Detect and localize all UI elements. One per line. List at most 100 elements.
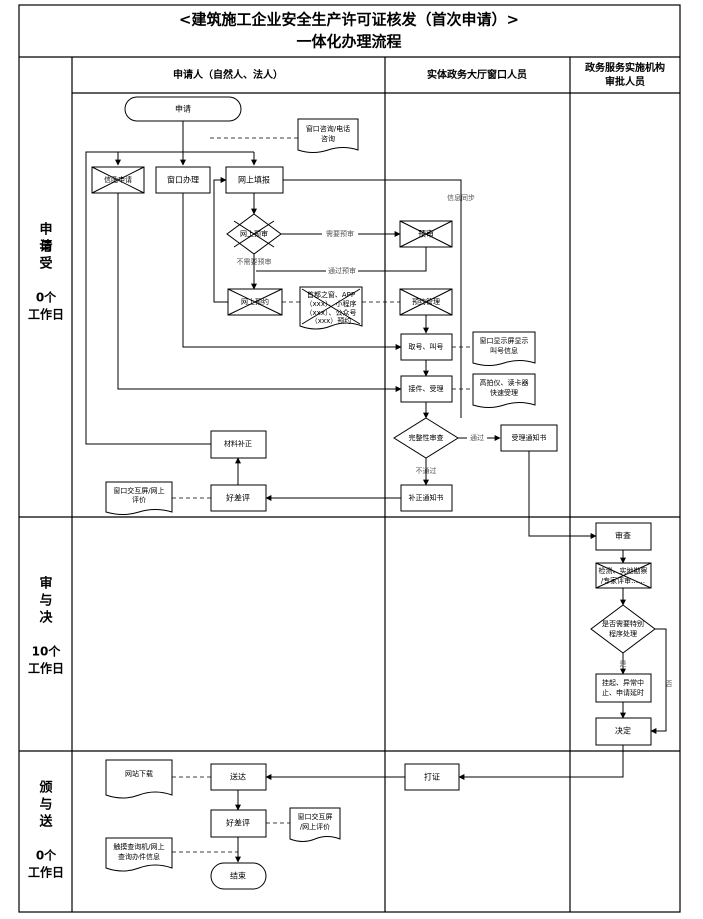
svg-text:挂起、异常中: 挂起、异常中 — [602, 678, 644, 687]
svg-text:是否需要特别: 是否需要特别 — [602, 619, 644, 628]
svg-text:窗口办理: 窗口办理 — [167, 175, 199, 185]
label-bg-need-pre — [322, 229, 358, 239]
node-mail-apply: 信函申请 — [91, 166, 145, 194]
svg-text:窗口显示屏显示: 窗口显示屏显示 — [480, 336, 529, 345]
label-pass-pre-review: 通过预审 — [328, 266, 356, 275]
svg-text:取号、叫号: 取号、叫号 — [409, 342, 444, 351]
svg-text:好差评: 好差评 — [226, 818, 250, 828]
stage-2-days-count: 10个 — [32, 644, 62, 659]
node-query-info: 触摸查询机/网上 查询办件信息 — [105, 837, 173, 872]
svg-text:触摸查询机/网上: 触摸查询机/网上 — [113, 842, 164, 851]
frame — [18, 4, 681, 913]
node-start: 申请 — [124, 96, 242, 122]
svg-text:窗口咨询/电话: 窗口咨询/电话 — [306, 124, 350, 133]
svg-text:程序处理: 程序处理 — [609, 629, 637, 638]
node-inspection: 检测、实地勘察 /专家评审…… — [595, 562, 652, 589]
svg-text:决定: 决定 — [615, 726, 631, 736]
node-receive-accept: 接件、受理 — [400, 375, 453, 403]
stage-3-days-unit: 工作日 — [28, 865, 64, 880]
svg-text:/专家评审……: /专家评审…… — [601, 576, 645, 585]
node-online-pre-review: 网上预审 — [226, 213, 282, 255]
svg-text:打证: 打证 — [424, 772, 440, 782]
svg-text:好差评: 好差评 — [226, 493, 250, 503]
svg-text:申请: 申请 — [175, 104, 191, 114]
connectors — [85, 121, 667, 863]
node-suspend-extend: 挂起、异常中 止、申请延时 — [595, 673, 652, 703]
stage-2-days-unit: 工作日 — [28, 661, 64, 676]
svg-text:止、申请延时: 止、申请延时 — [602, 688, 644, 697]
node-receive-note: 高拍仪、读卡器 快速受理 — [472, 373, 536, 408]
node-eval-note: 窗口交互屏/网上 评价 — [105, 481, 173, 515]
label-info-sync: 信息同步 — [447, 193, 475, 202]
stage-1-days-count: 0个 — [36, 290, 57, 305]
node-eval2-note: 窗口交互屏 /网上评价 — [289, 807, 341, 842]
svg-text:网站下载: 网站下载 — [125, 769, 153, 778]
stage-2-char-2: 与 — [39, 594, 52, 609]
node-review: 审查 — [595, 522, 652, 551]
stage-3-char-1: 颁 — [39, 781, 52, 796]
node-decision: 决定 — [595, 717, 652, 746]
title-line-2: 一体化办理流程 — [296, 33, 401, 51]
svg-text:接件、受理: 接件、受理 — [409, 384, 444, 393]
label-no: 否 — [666, 680, 673, 688]
stage-1-char-shou: 受 — [39, 256, 52, 272]
svg-text:结束: 结束 — [230, 871, 246, 881]
label-need-pre-review-text: 需要预审 — [326, 229, 354, 238]
svg-text:快速受理: 快速受理 — [490, 388, 518, 397]
svg-text:评价: 评价 — [132, 496, 146, 504]
svg-text:（xxx）、公众号: （xxx）、公众号 — [306, 309, 357, 317]
svg-text:检测、实地勘察: 检测、实地勘察 — [599, 566, 648, 575]
svg-text:送达: 送达 — [230, 772, 246, 782]
lane-approver-line-2: 审批人员 — [605, 75, 645, 88]
svg-text:首都之窗、APP: 首都之窗、APP — [307, 290, 355, 299]
node-booking-channels: 首都之窗、APP （xxx）、小程序 （xxx）、公众号 （xxx）预约 — [299, 286, 363, 330]
node-supplement-material: 材料补正 — [210, 430, 267, 459]
node-special-procedure: 是否需要特别 程序处理 — [590, 604, 656, 654]
label-fail: 不通过 — [416, 466, 437, 475]
stage-1-char-yu: 与 — [39, 240, 52, 255]
svg-text:审查: 审查 — [615, 531, 631, 541]
node-website-download: 网站下载 — [105, 759, 173, 799]
node-window-handle: 窗口办理 — [155, 166, 211, 194]
node-end: 结束 — [210, 862, 267, 890]
lane-approver-line-1: 政务服务实施机构 — [585, 61, 665, 74]
label-bg-pass-pre — [326, 266, 358, 276]
node-good-bad-eval-2: 好差评 — [210, 809, 267, 838]
svg-text:补正通知书: 补正通知书 — [409, 493, 444, 502]
stage-1-days-unit: 工作日 — [28, 307, 64, 322]
svg-text:（xxx）、小程序: （xxx）、小程序 — [306, 299, 357, 308]
svg-text:/网上评价: /网上评价 — [300, 822, 330, 831]
svg-text:（xxx）预约: （xxx）预约 — [311, 316, 351, 325]
label-pass: 通过 — [470, 433, 484, 442]
stage-2-char-3: 决 — [39, 610, 53, 626]
stage-3-days-count: 0个 — [36, 848, 57, 863]
svg-text:查询办件信息: 查询办件信息 — [118, 852, 160, 861]
label-no-need-pre-review: 不需要预审 — [237, 257, 272, 266]
svg-text:网上填报: 网上填报 — [238, 175, 270, 185]
node-booking-management: 预约管理 — [399, 288, 453, 316]
svg-text:完整性审查: 完整性审查 — [409, 433, 444, 442]
node-online-booking: 网上预约 — [227, 288, 283, 316]
node-good-bad-eval: 好差评 — [210, 484, 267, 512]
label-bg-pass — [467, 433, 487, 443]
svg-text:材料补正: 材料补正 — [224, 439, 252, 448]
svg-text:高拍仪、读卡器: 高拍仪、读卡器 — [480, 378, 529, 387]
stage-apply-accept-label: 申 请 与 — [39, 222, 52, 255]
svg-text:受理通知书: 受理通知书 — [512, 433, 547, 442]
svg-text:叫号信息: 叫号信息 — [490, 346, 518, 355]
node-deliver: 送达 — [210, 763, 267, 791]
node-accept-notice: 受理通知书 — [500, 424, 558, 452]
node-completeness-review: 完整性审查 — [393, 417, 459, 459]
node-consult: 窗口咨询/电话 咨询 — [297, 118, 359, 153]
svg-text:窗口交互屏: 窗口交互屏 — [298, 812, 333, 821]
svg-text:申: 申 — [39, 222, 52, 238]
stage-2-char-1: 审 — [39, 576, 52, 592]
svg-text:咨询: 咨询 — [321, 134, 335, 143]
stage-3-char-2: 与 — [39, 798, 52, 813]
node-supplement-notice: 补正通知书 — [400, 484, 453, 512]
node-print-certificate: 打证 — [404, 763, 460, 791]
stage-3-char-3: 送 — [38, 814, 53, 830]
title-line-1: <建筑施工企业安全生产许可证核发（首次申请）> — [179, 11, 519, 29]
node-ticket-call: 取号、叫号 — [400, 333, 453, 361]
